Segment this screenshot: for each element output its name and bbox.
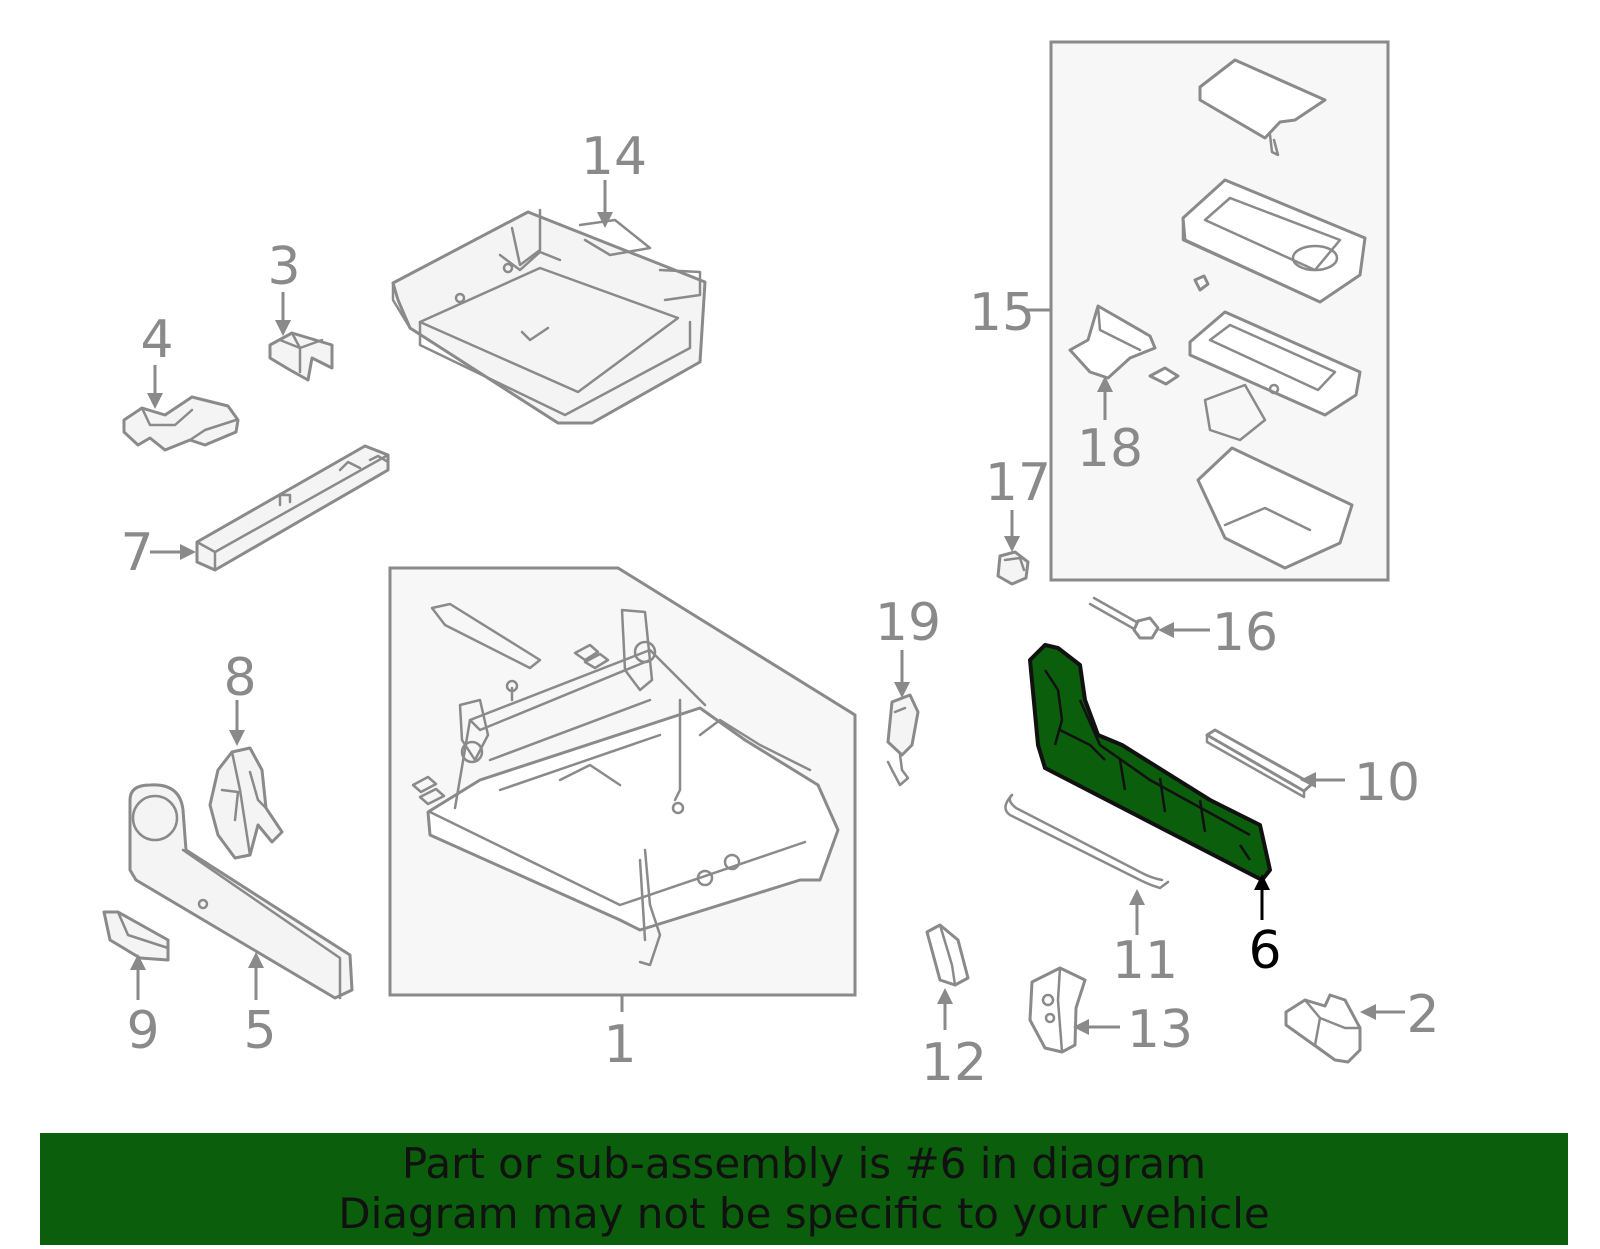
callout-17: 17 [985, 453, 1051, 513]
part-12-clip [925, 923, 970, 987]
callout-8: 8 [223, 648, 256, 708]
banner-line-disclaimer: Diagram may not be specific to your vehi… [338, 1189, 1270, 1238]
part-4-clip [122, 395, 240, 452]
part-1-seat-frame [411, 602, 840, 967]
part-10-strip [1205, 728, 1314, 799]
callout-5: 5 [243, 1001, 276, 1061]
part-16-bolt [1088, 596, 1160, 640]
callout-labels: 14 3 4 7 8 9 5 1 15 18 17 19 16 10 11 12… [120, 127, 1439, 1093]
banner-line-part-number: Part or sub-assembly is #6 in diagram [401, 1139, 1207, 1188]
part-13-bracket [1028, 966, 1087, 1054]
callout-3: 3 [267, 237, 300, 297]
part-3-clip [268, 331, 334, 382]
part-17-nut [996, 550, 1030, 586]
part-19-retainer [886, 693, 920, 787]
part-2-cap [1284, 993, 1362, 1064]
callout-2: 2 [1406, 985, 1439, 1045]
part-11-wire-rod [1004, 793, 1170, 890]
callout-12: 12 [921, 1033, 987, 1093]
callout-19: 19 [875, 593, 941, 653]
part-7-rail [195, 444, 390, 572]
callout-16: 16 [1212, 603, 1278, 663]
callout-15: 15 [969, 283, 1035, 343]
callout-14: 14 [581, 127, 647, 187]
callout-1: 1 [603, 1015, 636, 1075]
part-6-side-shield-highlighted [1028, 643, 1272, 882]
part-14-tray [391, 208, 707, 425]
part-5-side-cover [128, 783, 354, 1000]
callout-4: 4 [140, 310, 173, 370]
callout-10: 10 [1354, 753, 1420, 813]
part-15-console-assembly [1068, 58, 1367, 570]
part-8-bracket [208, 746, 284, 860]
callout-11: 11 [1112, 931, 1178, 991]
callout-13: 13 [1127, 1000, 1193, 1060]
part-9-trim [102, 910, 170, 962]
callout-7: 7 [120, 523, 153, 583]
info-banner: Part or sub-assembly is #6 in diagram Di… [40, 1133, 1568, 1245]
leader-lines [130, 180, 1405, 1035]
callout-9: 9 [126, 1001, 159, 1061]
callout-6-highlighted: 6 [1248, 921, 1281, 981]
callout-18: 18 [1077, 419, 1143, 479]
